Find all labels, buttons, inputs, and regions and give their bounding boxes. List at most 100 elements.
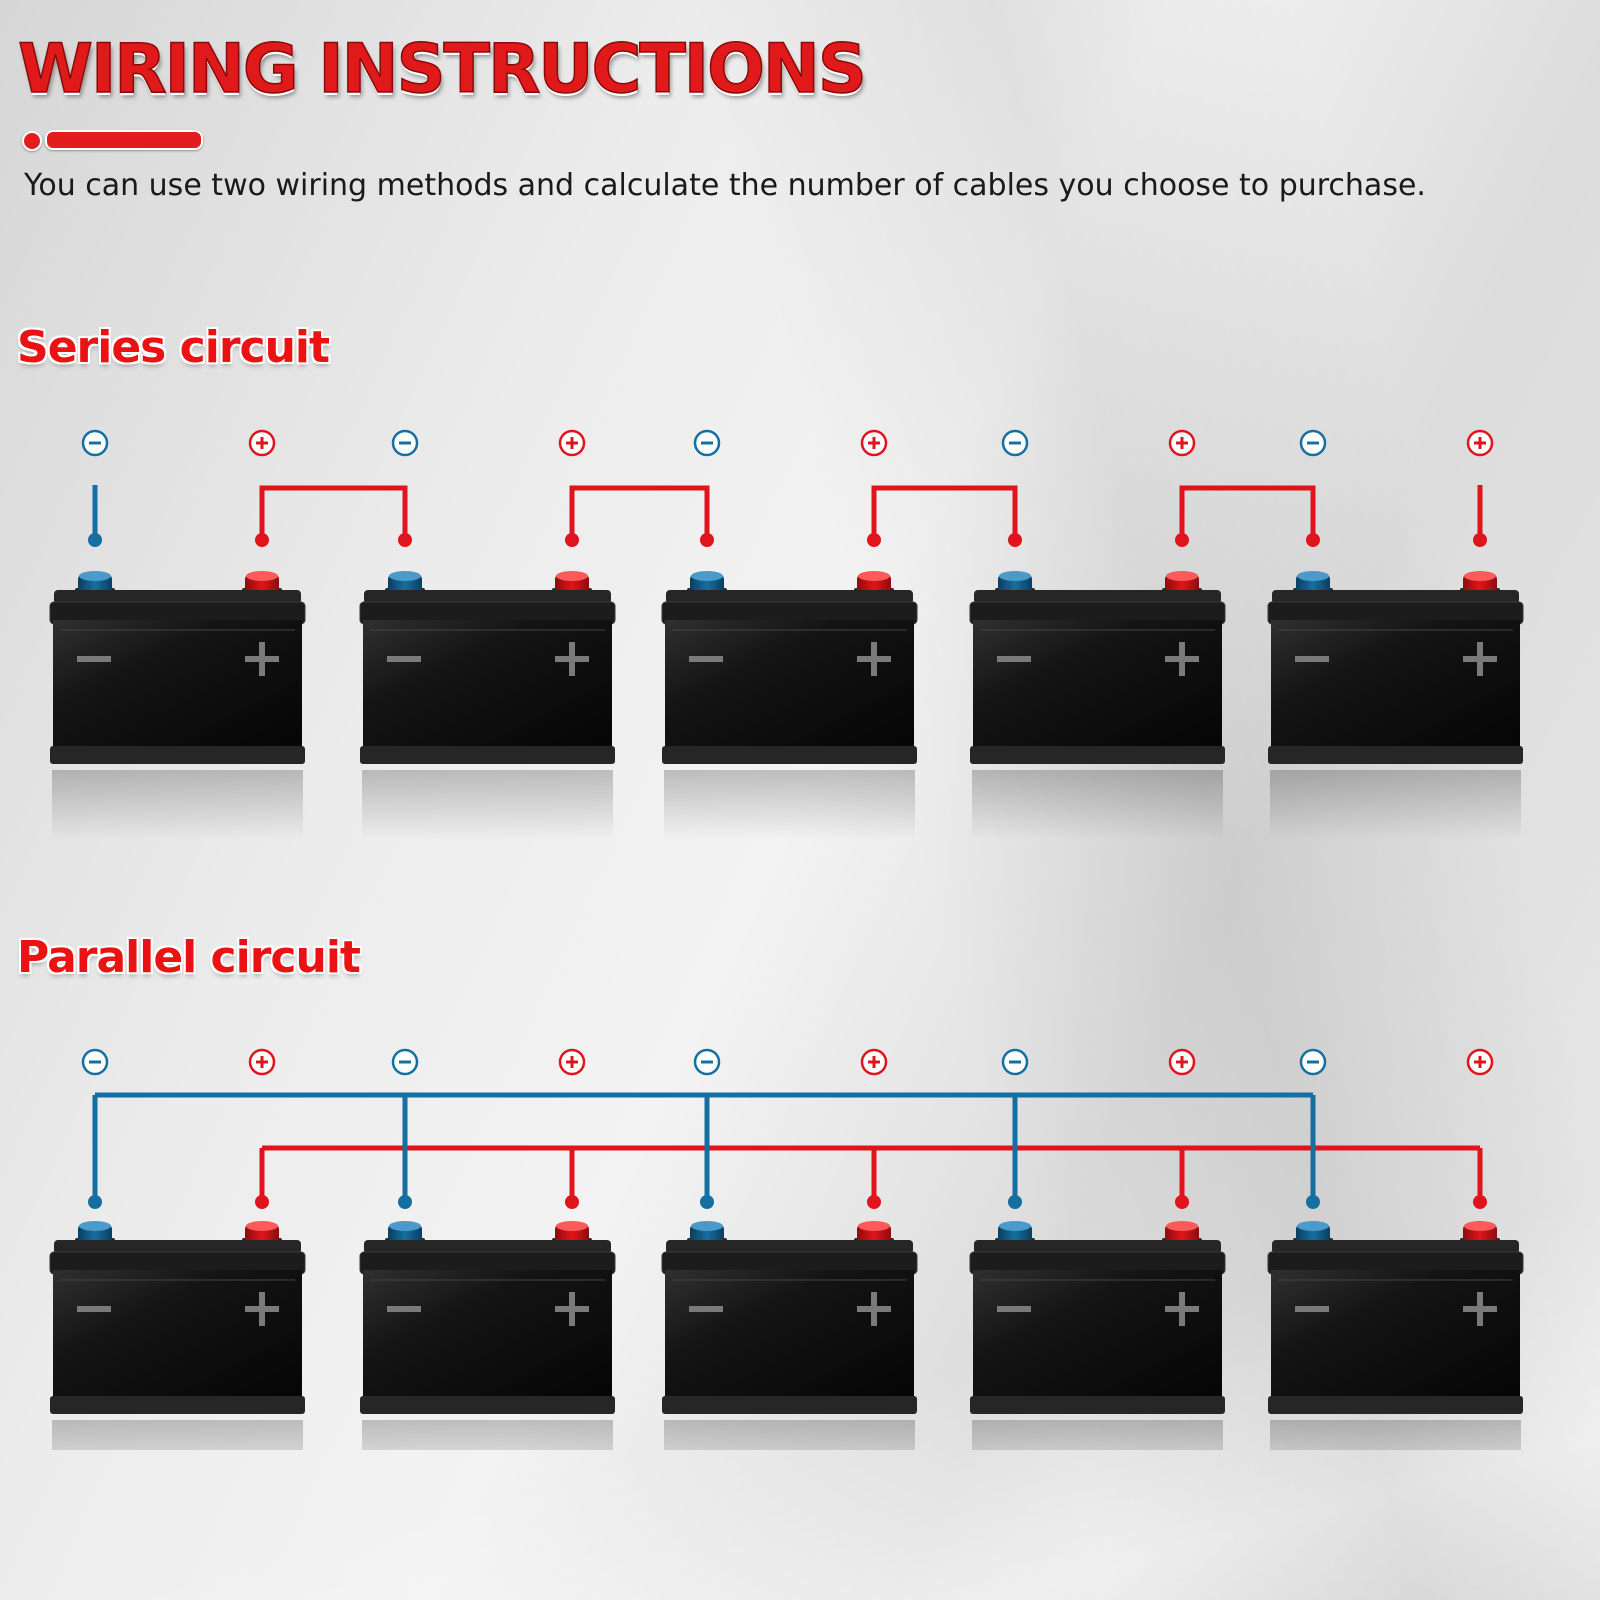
minus-sign-icon bbox=[689, 656, 723, 662]
minus-circle-icon bbox=[1001, 1048, 1029, 1076]
minus-sign-icon bbox=[77, 656, 111, 662]
battery-1 bbox=[49, 1221, 306, 1450]
minus-circle-icon bbox=[1299, 1048, 1327, 1076]
parallel-wiring bbox=[88, 1092, 1487, 1209]
parallel-batteries bbox=[49, 1221, 1524, 1450]
plus-sign-icon bbox=[1463, 1292, 1497, 1326]
battery-3 bbox=[661, 1221, 918, 1450]
battery-4 bbox=[969, 1221, 1226, 1450]
battery-4 bbox=[969, 571, 1226, 840]
plus-circle-icon bbox=[558, 429, 586, 457]
series-link-cable bbox=[259, 485, 408, 538]
battery-base bbox=[970, 746, 1225, 764]
battery-body bbox=[363, 1270, 612, 1400]
battery-body bbox=[973, 1270, 1222, 1400]
plus-sign-icon bbox=[245, 642, 279, 676]
battery-body bbox=[973, 620, 1222, 750]
series-link-cable bbox=[569, 485, 710, 538]
battery-body bbox=[53, 1270, 302, 1400]
plus-circle-icon bbox=[1168, 429, 1196, 457]
plus-circle-icon bbox=[860, 429, 888, 457]
title-decoration-bar bbox=[45, 130, 203, 150]
battery-lid bbox=[666, 1240, 913, 1254]
plus-sign-icon bbox=[1165, 642, 1199, 676]
battery-body bbox=[1271, 620, 1520, 750]
minus-sign-icon bbox=[689, 1306, 723, 1312]
minus-circle-icon bbox=[391, 429, 419, 457]
battery-body bbox=[53, 620, 302, 750]
battery-lid bbox=[666, 590, 913, 604]
battery-5 bbox=[1267, 1221, 1524, 1450]
minus-circle-icon bbox=[81, 1048, 109, 1076]
minus-circle-icon bbox=[1001, 429, 1029, 457]
battery-base bbox=[970, 1396, 1225, 1414]
battery-reflection bbox=[52, 770, 303, 840]
battery-body bbox=[363, 620, 612, 750]
battery-lid bbox=[54, 590, 301, 604]
plus-sign-icon bbox=[555, 642, 589, 676]
battery-base bbox=[50, 1396, 305, 1414]
minus-sign-icon bbox=[997, 656, 1031, 662]
battery-lid bbox=[974, 1240, 1221, 1254]
battery-body bbox=[665, 620, 914, 750]
battery-reflection bbox=[362, 1420, 613, 1450]
battery-base bbox=[1268, 746, 1523, 764]
plus-sign-icon bbox=[1165, 1292, 1199, 1326]
battery-lid bbox=[1272, 590, 1519, 604]
battery-body bbox=[1271, 1270, 1520, 1400]
minus-sign-icon bbox=[1295, 656, 1329, 662]
plus-circle-icon bbox=[1466, 429, 1494, 457]
plus-sign-icon bbox=[245, 1292, 279, 1326]
plus-circle-icon bbox=[1168, 1048, 1196, 1076]
minus-sign-icon bbox=[387, 1306, 421, 1312]
series-circuit-title: Series circuit bbox=[17, 322, 330, 373]
battery-base bbox=[50, 746, 305, 764]
battery-base bbox=[1268, 1396, 1523, 1414]
minus-sign-icon bbox=[387, 656, 421, 662]
series-circuit-diagram bbox=[49, 429, 1524, 840]
battery-reflection bbox=[52, 1420, 303, 1450]
minus-sign-icon bbox=[1295, 1306, 1329, 1312]
battery-lid bbox=[974, 590, 1221, 604]
battery-lid bbox=[1272, 1240, 1519, 1254]
plus-sign-icon bbox=[555, 1292, 589, 1326]
series-link-cable bbox=[871, 485, 1018, 538]
plus-circle-icon bbox=[248, 429, 276, 457]
battery-base bbox=[360, 1396, 615, 1414]
minus-sign-icon bbox=[997, 1306, 1031, 1312]
battery-5 bbox=[1267, 571, 1524, 840]
battery-3 bbox=[661, 571, 918, 840]
plus-circle-icon bbox=[860, 1048, 888, 1076]
battery-reflection bbox=[972, 770, 1223, 840]
plus-circle-icon bbox=[1466, 1048, 1494, 1076]
minus-circle-icon bbox=[391, 1048, 419, 1076]
title-decoration-dot bbox=[22, 131, 42, 151]
battery-lid bbox=[364, 590, 611, 604]
series-link-cable bbox=[1179, 485, 1316, 538]
battery-2 bbox=[359, 571, 616, 840]
battery-lid bbox=[364, 1240, 611, 1254]
page-description: You can use two wiring methods and calcu… bbox=[24, 168, 1426, 203]
battery-base bbox=[662, 1396, 917, 1414]
plus-sign-icon bbox=[857, 1292, 891, 1326]
battery-reflection bbox=[664, 1420, 915, 1450]
battery-reflection bbox=[1270, 1420, 1521, 1450]
plus-sign-icon bbox=[1463, 642, 1497, 676]
minus-circle-icon bbox=[693, 1048, 721, 1076]
battery-base bbox=[360, 746, 615, 764]
page-title: WIRING INSTRUCTIONS bbox=[17, 29, 867, 110]
battery-reflection bbox=[664, 770, 915, 840]
battery-base bbox=[662, 746, 917, 764]
battery-1 bbox=[49, 571, 306, 840]
battery-reflection bbox=[972, 1420, 1223, 1450]
plus-circle-icon bbox=[558, 1048, 586, 1076]
minus-circle-icon bbox=[81, 429, 109, 457]
battery-lid bbox=[54, 1240, 301, 1254]
battery-body bbox=[665, 1270, 914, 1400]
parallel-circuit-diagram bbox=[49, 1048, 1524, 1450]
plus-circle-icon bbox=[248, 1048, 276, 1076]
minus-circle-icon bbox=[1299, 429, 1327, 457]
plus-sign-icon bbox=[857, 642, 891, 676]
minus-circle-icon bbox=[693, 429, 721, 457]
battery-reflection bbox=[362, 770, 613, 840]
